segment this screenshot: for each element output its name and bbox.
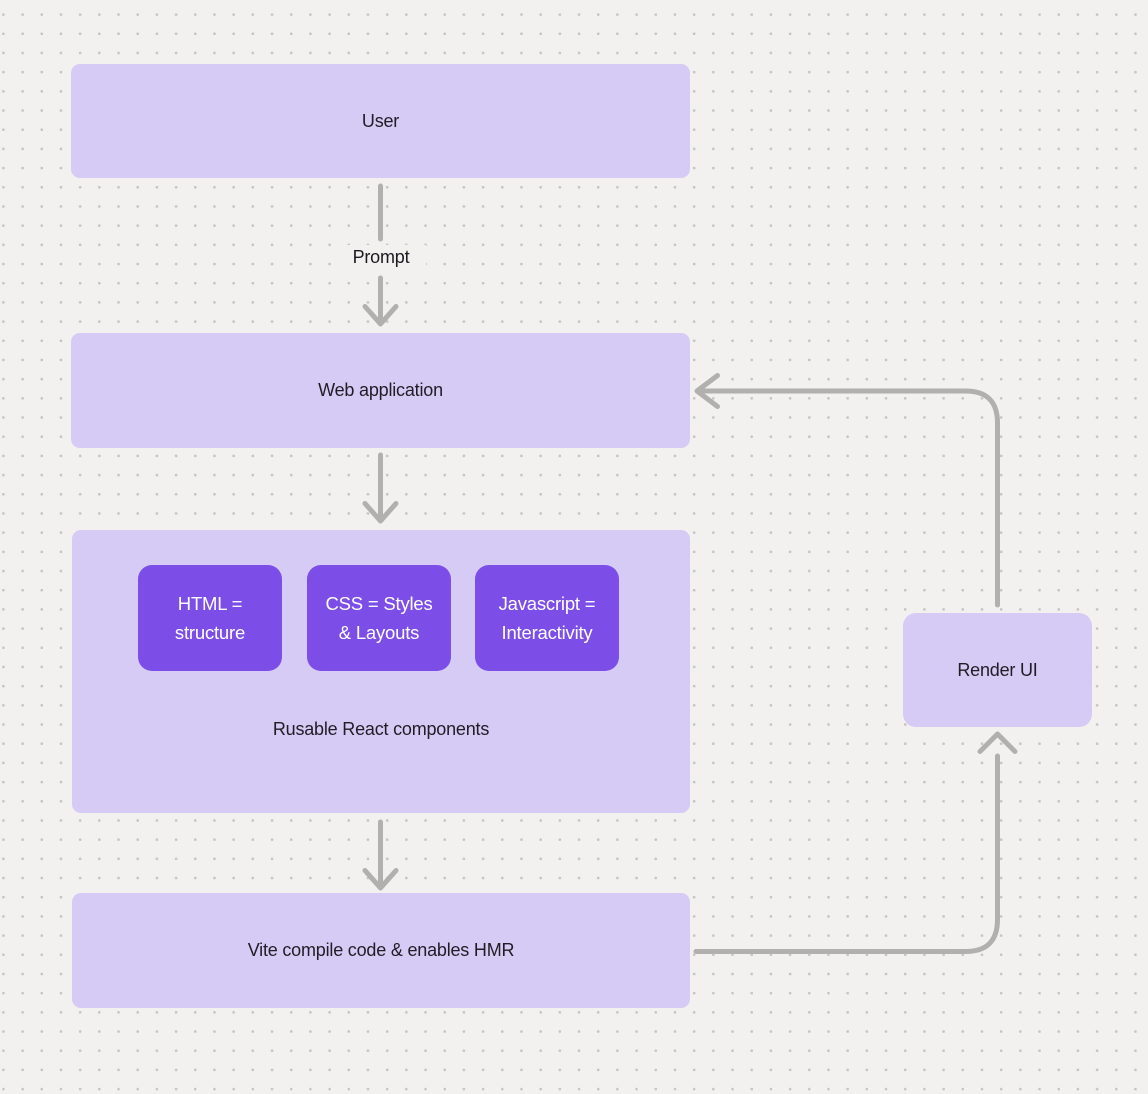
components-group-caption: Rusable React components (272, 719, 490, 739)
node-css[interactable]: CSS = Styles & Layouts (307, 565, 451, 671)
node-web-application-label: Web application (318, 380, 443, 400)
node-user[interactable]: User (71, 64, 690, 178)
node-vite[interactable]: Vite compile code & enables HMR (72, 893, 690, 1008)
connector-segment (693, 753, 1000, 954)
node-html-label: HTML = structure (174, 593, 246, 643)
node-javascript-label: Javascript = Interactivity (498, 593, 596, 643)
arrowhead-down-icon (362, 868, 399, 891)
node-render-ui-label: Render UI (957, 659, 1038, 680)
node-web-application[interactable]: Web application (71, 333, 690, 448)
connector-segment (698, 388, 1000, 608)
connector-webapp-to-components (362, 452, 399, 524)
arrowhead-down-icon (362, 501, 399, 524)
node-vite-label: Vite compile code & enables HMR (247, 940, 515, 960)
connector-renderui-to-webapp (694, 373, 1000, 608)
node-javascript[interactable]: Javascript = Interactivity (475, 565, 619, 671)
arrowhead-up-icon (977, 731, 1018, 754)
connector-vite-to-renderui (693, 731, 1018, 954)
arrowhead-down-icon (362, 304, 399, 327)
node-render-ui[interactable]: Render UI (903, 613, 1092, 727)
arrowhead-left-icon (694, 373, 720, 409)
connector-components-to-vite (362, 819, 399, 891)
edge-label-prompt[interactable]: Prompt (336, 245, 426, 270)
node-user-label: User (361, 110, 400, 131)
edge-label-prompt-text: Prompt (352, 247, 410, 267)
node-html[interactable]: HTML = structure (138, 565, 282, 671)
node-css-label: CSS = Styles & Layouts (325, 593, 433, 643)
